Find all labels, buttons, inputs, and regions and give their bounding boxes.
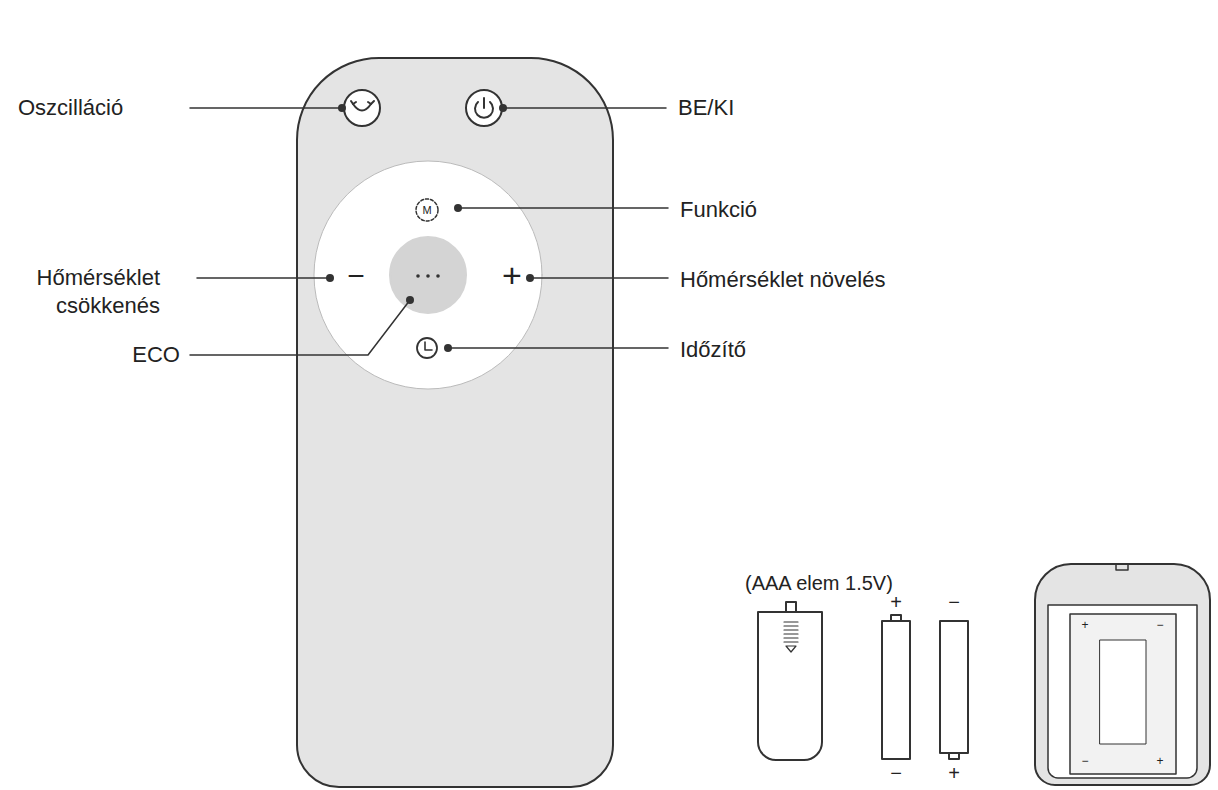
battery-cover	[758, 612, 822, 760]
battery	[882, 621, 910, 759]
polarity-mark: −	[890, 762, 902, 785]
marker-dot	[444, 344, 452, 352]
function-label: Oszcilláció	[18, 95, 123, 120]
timer-icon	[417, 338, 437, 358]
timer-hands	[425, 342, 432, 350]
polarity-mark: +	[1081, 619, 1088, 633]
remote-back	[1035, 564, 1210, 785]
marker-dot	[454, 204, 462, 212]
button-glyph: +	[502, 256, 522, 295]
marker-dot	[406, 296, 414, 304]
marker-dot	[499, 104, 507, 112]
leader-line	[190, 300, 410, 355]
battery-terminal	[949, 753, 959, 759]
oscillation-icon-arrows	[351, 101, 374, 104]
polarity-mark: +	[890, 591, 902, 614]
function-label: Funkció	[680, 197, 757, 222]
function-label: Hőmérséklet növelés	[680, 267, 885, 292]
polarity-mark: −	[1156, 619, 1163, 633]
marker-dot	[338, 104, 346, 112]
compartment-recess	[1100, 640, 1146, 744]
eco-dot	[426, 274, 430, 278]
battery-spec: (AAA elem 1.5V)	[745, 572, 893, 595]
function-label: Időzítő	[680, 337, 746, 362]
marker-dot	[326, 274, 334, 282]
polarity-mark: −	[948, 591, 960, 614]
cover-grip	[784, 622, 798, 642]
polarity-mark: −	[1081, 755, 1088, 769]
leader-line	[530, 277, 668, 279]
eco-dot	[416, 274, 420, 278]
back-latch	[1116, 564, 1128, 570]
marker-dot	[526, 274, 534, 282]
leader-line	[448, 347, 668, 349]
remote-body	[297, 58, 613, 787]
function-label: ECO	[132, 342, 180, 367]
oscillation-button	[344, 90, 380, 126]
power-icon-bar	[483, 98, 485, 108]
marker-dots	[326, 104, 534, 352]
polarity-mark: +	[948, 762, 960, 785]
eco-button	[390, 237, 466, 313]
button-glyph: −	[347, 259, 365, 294]
battery-bay-rim	[1048, 605, 1197, 778]
battery	[940, 621, 968, 753]
cover-arrow	[786, 646, 796, 652]
leader-line	[190, 107, 342, 109]
button-glyph: M	[422, 204, 431, 217]
leader-line	[503, 107, 666, 109]
function-icon	[416, 199, 438, 221]
oscillation-icon	[353, 104, 371, 111]
leader-line	[197, 277, 330, 279]
polarity-mark: +	[1156, 755, 1163, 769]
eco-dot	[436, 274, 440, 278]
function-label: BE/KI	[678, 95, 734, 120]
leader-line	[458, 207, 668, 209]
cover-tab	[786, 602, 796, 612]
battery-compartment	[1070, 614, 1176, 774]
function-label: Hőmérséklet csökkenés	[0, 264, 160, 320]
power-button	[466, 90, 502, 126]
